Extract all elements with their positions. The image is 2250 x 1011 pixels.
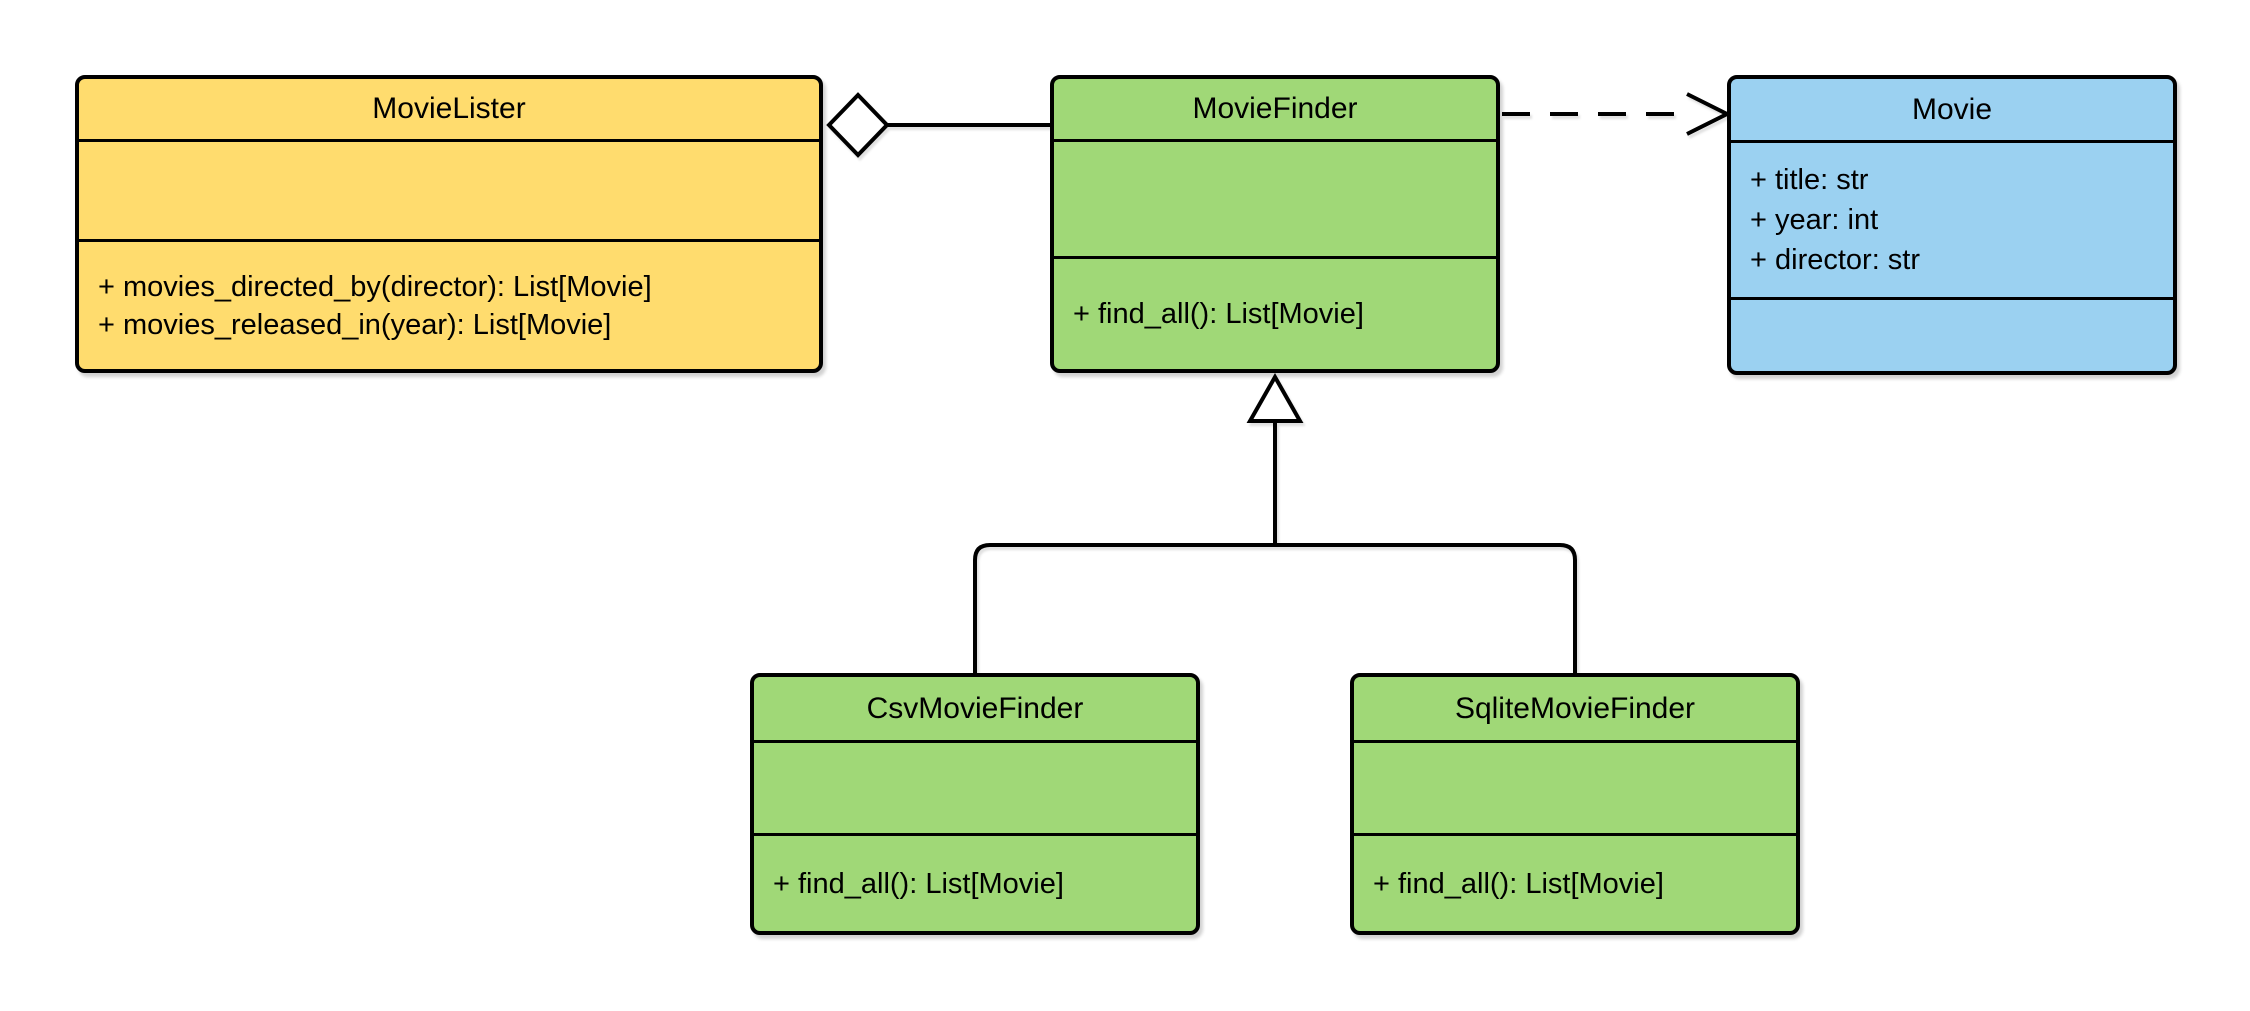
attributes-compartment [1054,142,1496,259]
class-box-moviefinder[interactable]: MovieFinder + find_all(): List[Movie] [1050,75,1500,373]
attributes-compartment [1354,743,1796,836]
method-label: + find_all(): List[Movie] [773,867,1064,900]
methods-compartment: + movies_directed_by(director): List[Mov… [79,242,819,369]
class-box-movielister[interactable]: MovieLister + movies_directed_by(directo… [75,75,823,373]
methods-compartment [1731,300,2173,371]
method-label: + find_all(): List[Movie] [1073,298,1364,330]
class-name-csvmoviefinder: CsvMovieFinder [754,677,1196,743]
attributes-compartment [754,743,1196,836]
method-label: + movies_released_in(year): List[Movie] [98,308,612,341]
class-box-csvmoviefinder[interactable]: CsvMovieFinder + find_all(): List[Movie] [750,673,1200,935]
class-box-movie[interactable]: Movie + title: str + year: int + directo… [1727,75,2177,375]
attribute-label: + year: int [1750,204,1879,236]
class-name-movie: Movie [1731,79,2173,143]
method-label: + movies_directed_by(director): List[Mov… [98,270,652,303]
class-name-sqlitemoviefinder: SqliteMovieFinder [1354,677,1796,743]
dependency-open-arrowhead-icon [1686,92,1732,136]
inheritance-branch-line [973,543,1577,673]
class-box-sqlitemoviefinder[interactable]: SqliteMovieFinder + find_all(): List[Mov… [1350,673,1800,935]
attribute-label: + title: str [1750,164,1869,196]
method-label: + find_all(): List[Movie] [1373,867,1664,900]
inheritance-triangle-icon [1246,372,1304,423]
methods-compartment: + find_all(): List[Movie] [1354,836,1796,931]
attributes-compartment: + title: str + year: int + director: str [1731,143,2173,300]
methods-compartment: + find_all(): List[Movie] [754,836,1196,931]
methods-compartment: + find_all(): List[Movie] [1054,259,1496,369]
aggregation-diamond-icon [826,92,890,158]
attribute-label: + director: str [1750,244,1921,276]
attributes-compartment [79,142,819,242]
class-name-movielister: MovieLister [79,79,819,142]
class-name-moviefinder: MovieFinder [1054,79,1496,142]
